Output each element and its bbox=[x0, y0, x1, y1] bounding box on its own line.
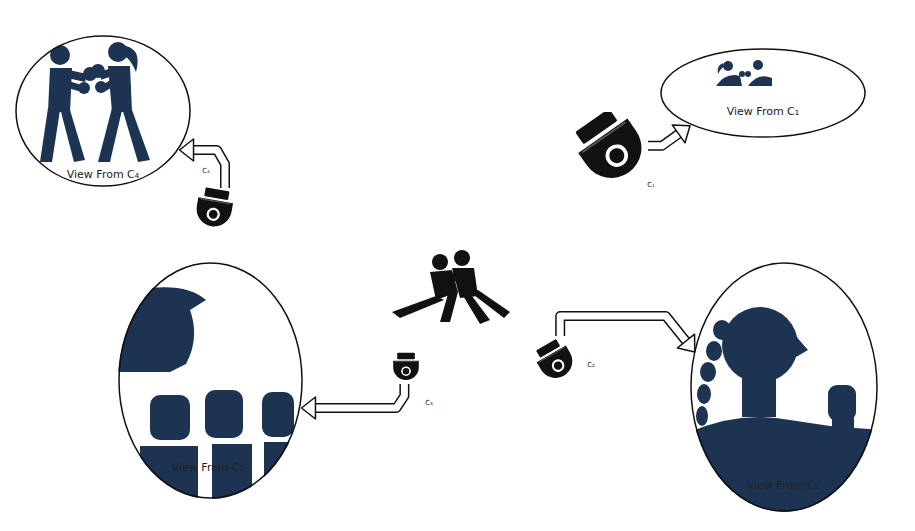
view-ellipse: View From C₁ bbox=[660, 48, 866, 138]
fight-scene bbox=[392, 250, 510, 324]
view-arrow bbox=[301, 384, 404, 419]
ellipse-border bbox=[16, 36, 190, 186]
arrow-outline bbox=[193, 150, 226, 188]
ellipse-outline bbox=[15, 35, 191, 187]
camera-icon bbox=[575, 112, 650, 187]
camera-node: C₃ bbox=[390, 352, 438, 414]
camera-node: C₄ bbox=[190, 166, 240, 238]
arrow-outline bbox=[648, 133, 679, 146]
camera-icon bbox=[390, 352, 422, 384]
arrow-fill bbox=[648, 133, 679, 146]
view-arrow bbox=[560, 316, 695, 352]
ellipse-border bbox=[691, 263, 877, 511]
camera-icon bbox=[192, 186, 236, 234]
view-ellipse: View From C₄ bbox=[15, 35, 191, 187]
arrow-head bbox=[672, 125, 690, 143]
camera-label: C₂ bbox=[581, 362, 601, 370]
view-arrow bbox=[180, 139, 225, 188]
camera-node: C₂ bbox=[535, 332, 603, 396]
arrow-outline bbox=[315, 384, 405, 408]
ellipse-outline bbox=[660, 48, 866, 138]
camera-symbol bbox=[575, 112, 650, 187]
arrow-fill bbox=[193, 150, 226, 188]
boxers-silhouette bbox=[40, 42, 150, 162]
arrow-fill bbox=[560, 316, 686, 342]
busts-silhouette bbox=[716, 60, 772, 86]
ellipse-border bbox=[119, 263, 302, 498]
camera-label: C₃ bbox=[420, 400, 438, 408]
woman-profile bbox=[690, 307, 880, 520]
camera-label: C₁ bbox=[641, 182, 661, 190]
view-ellipse: View From C₃ bbox=[118, 262, 303, 499]
fighter-closeup bbox=[110, 287, 304, 516]
arrow-head bbox=[301, 397, 315, 419]
camera-symbol bbox=[390, 352, 422, 384]
camera-icon bbox=[535, 332, 577, 392]
camera-label: C₄ bbox=[196, 168, 216, 176]
view-caption: View From C₂ bbox=[718, 480, 848, 492]
view-caption: View From C₃ bbox=[148, 462, 268, 474]
view-caption: View From C₄ bbox=[43, 169, 163, 181]
arrow-fill bbox=[315, 384, 405, 408]
arrow-head bbox=[677, 334, 694, 352]
arrow-outline bbox=[560, 316, 686, 342]
ellipse-border bbox=[661, 49, 865, 137]
camera-symbol bbox=[535, 332, 577, 392]
ellipse-outline bbox=[690, 262, 878, 512]
view-arrow bbox=[648, 125, 690, 146]
camera-symbol bbox=[192, 186, 236, 234]
view-ellipse: View From C₂ bbox=[690, 262, 878, 512]
view-caption: View From C₁ bbox=[700, 106, 826, 118]
camera-node: C₁ bbox=[575, 112, 665, 197]
